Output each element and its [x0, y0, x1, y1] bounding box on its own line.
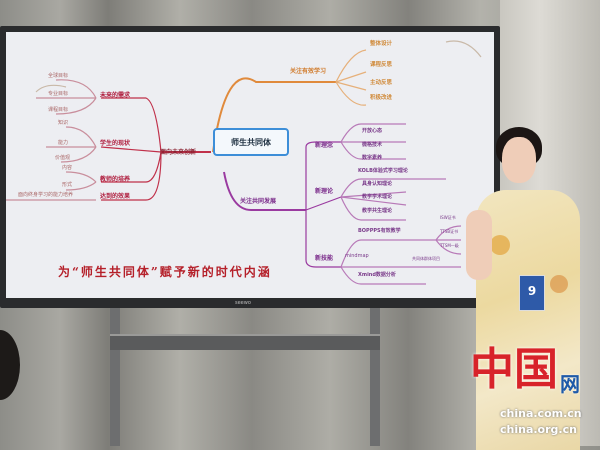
- leaf-label: KOLB体验式学习理论: [358, 168, 408, 174]
- china-net-logo: 中国: [470, 344, 558, 395]
- leaf-label: ISW证书: [440, 215, 456, 220]
- board-stand: [110, 308, 120, 446]
- leaf-label: 开放心态: [362, 128, 383, 134]
- watermark-url: china.org.cn: [500, 423, 577, 436]
- node-label: 新理论: [315, 188, 334, 195]
- board-stand: [370, 308, 380, 446]
- leaf-label: 课程目标: [48, 107, 69, 113]
- node-label: 未来的需求: [100, 92, 131, 99]
- watermark-url: china.com.cn: [500, 407, 582, 420]
- dress-flower: [550, 275, 568, 293]
- leaf-label: 主动反思: [370, 80, 393, 86]
- presenter-dress: [476, 190, 580, 450]
- mindmap-lines: [6, 40, 482, 285]
- leaf-label: 能力: [58, 140, 69, 146]
- leaf-label: 整体设计: [370, 41, 393, 47]
- board-brand: seewo: [235, 300, 251, 306]
- leaf-label: 课程反思: [370, 62, 393, 68]
- dress-flower: [490, 235, 510, 255]
- leaf-label: 数字素养: [362, 155, 383, 161]
- corner-ornament: [35, 84, 67, 93]
- presentation-slide: [6, 32, 494, 298]
- leaf-label: 价值观: [55, 155, 71, 161]
- leaf-label: BOPPPS有效教学: [358, 228, 401, 234]
- china-net-logo-net: 网: [560, 372, 580, 396]
- leaf-label: 教学共生理论: [362, 208, 393, 214]
- audience-head: [0, 330, 20, 400]
- leaf-label: 积极改进: [370, 95, 393, 101]
- leaf-label: Xmind数据分析: [358, 272, 396, 278]
- leaf-label: 具身认知理论: [362, 181, 393, 187]
- node-label: 达到的效果: [100, 193, 131, 200]
- watermark: 中国 网 china.com.cn china.org.cn: [460, 345, 600, 445]
- leaf-label: 面向终身学习的能力培养: [18, 192, 74, 198]
- presenter-face: [502, 137, 536, 183]
- center-label: 师生共同体: [231, 137, 271, 147]
- left-branch-label: 面向未来创新: [160, 149, 197, 156]
- leaf-label: 微格技术: [362, 142, 383, 148]
- node-label: 新理念: [315, 142, 334, 149]
- leaf-label: TTSM一级: [440, 243, 459, 248]
- name-badge: 9: [519, 275, 545, 311]
- node-label: 新技能: [315, 255, 334, 262]
- leaf-label: 共同体群体项目: [412, 256, 440, 261]
- leaf-label: 知识: [58, 120, 69, 126]
- leaf-label: 形式: [62, 182, 73, 188]
- slide-title: 为“师生共同体”赋予新的时代内涵: [58, 265, 272, 279]
- interactive-whiteboard: 师生共同体 面向未来创新 未来的需求 学生的现状 教师的培养 达到的效果 全球目…: [0, 26, 500, 308]
- badge-number: 9: [527, 284, 537, 298]
- leaf-label: mindmap: [345, 253, 369, 259]
- center-node: 师生共同体: [213, 128, 289, 156]
- board-tray: [110, 334, 380, 350]
- node-label: 学生的现状: [100, 140, 131, 147]
- leaf-label: 专业目标: [48, 91, 69, 97]
- node-label: 教师的培养: [100, 176, 131, 183]
- corner-ornament: [445, 40, 482, 58]
- leaf-label: 教学学术理论: [362, 194, 393, 200]
- leaf-label: 全球目标: [48, 73, 69, 79]
- top-branch-label: 关注有效学习: [290, 68, 327, 75]
- presenter-arm: [466, 210, 492, 280]
- bottom-branch-label: 关注共同发展: [240, 198, 277, 205]
- leaf-label: 内容: [62, 165, 73, 171]
- leaf-label: TTSB证书: [440, 229, 459, 234]
